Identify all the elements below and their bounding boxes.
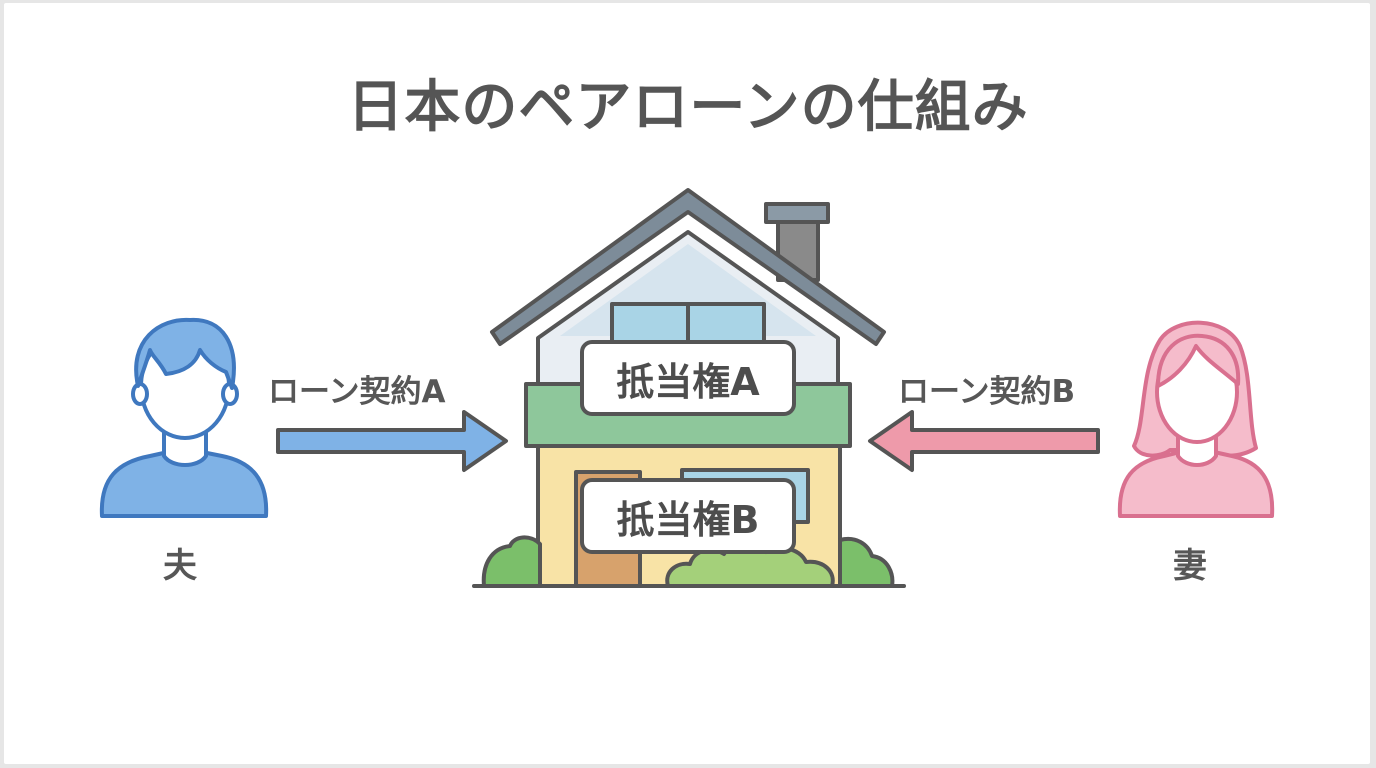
- page-title: 日本のペアローンの仕組み: [347, 75, 1029, 140]
- lien-b-badge: 抵当権B: [580, 478, 796, 554]
- wife-label: 妻: [1173, 546, 1207, 586]
- husband-label: 夫: [163, 546, 197, 586]
- arrow-left-icon: [868, 410, 1100, 472]
- loan-contract-b-label: ローン契約B: [898, 374, 1076, 410]
- arrow-right-icon: [276, 410, 508, 472]
- wife-icon: [1117, 320, 1275, 518]
- loan-contract-a-label: ローン契約A: [268, 374, 446, 410]
- lien-a-badge: 抵当権A: [580, 340, 796, 416]
- husband-icon: [99, 317, 269, 518]
